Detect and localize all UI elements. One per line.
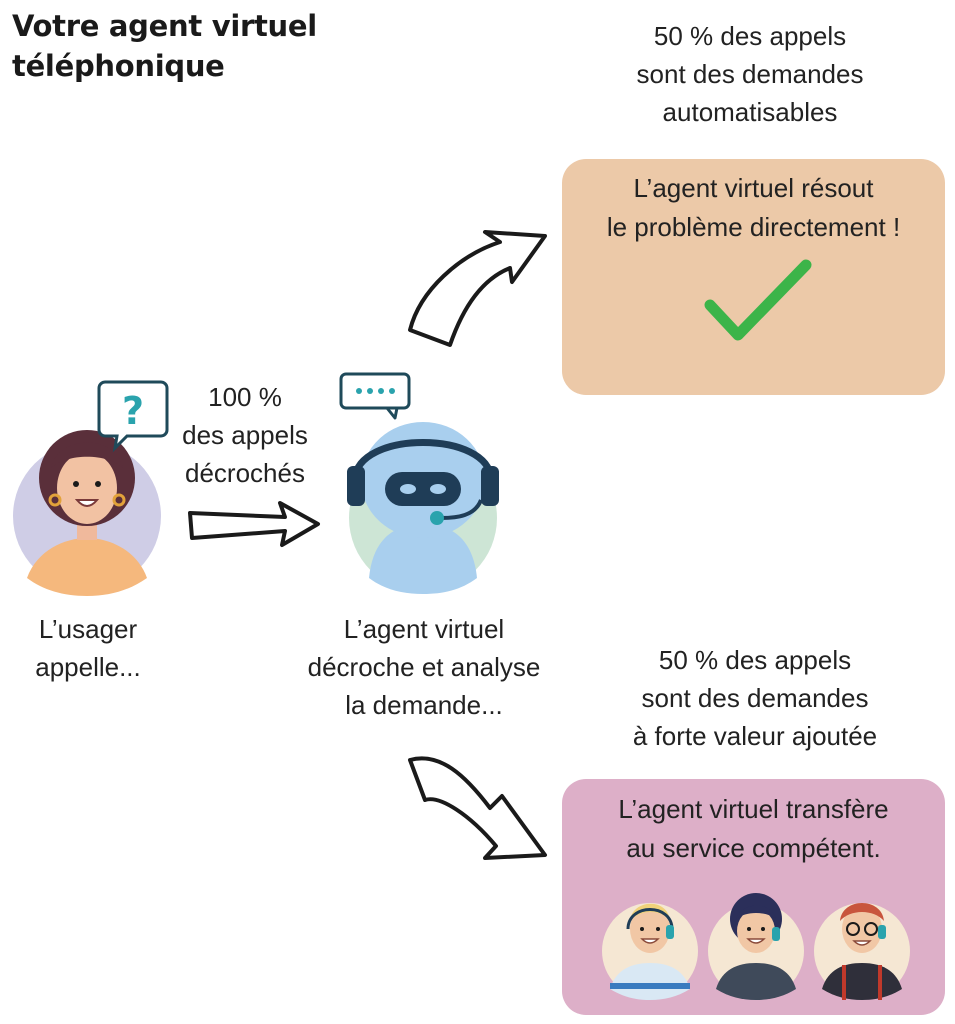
headset-robot-icon — [339, 372, 499, 594]
question-bubble-icon: ? — [97, 380, 169, 453]
page-title: Votre agent virtuel téléphonique — [12, 6, 392, 86]
automatable-stat-line-3: automatisables — [662, 97, 838, 127]
agent-caption: L’agent virtuel décroche et analyse la d… — [278, 610, 570, 724]
transfer-box-line-1: L’agent virtuel transfère — [618, 794, 889, 824]
support-agent-avatar — [708, 893, 804, 1000]
resolve-box-text: L’agent virtuel résout le problème direc… — [562, 169, 945, 247]
chat-dots-bubble-icon — [339, 372, 411, 420]
agent-caption-line-2: décroche et analyse — [307, 652, 541, 682]
user-avatar: ? — [13, 380, 169, 596]
automatable-stat-line-2: sont des demandes — [636, 59, 864, 89]
support-agent-avatar — [814, 903, 910, 1000]
user-caption-line-2: appelle... — [35, 652, 141, 682]
automatable-stat: 50 % des appels sont des demandes automa… — [590, 17, 910, 131]
high-value-stat: 50 % des appels sont des demandes à fort… — [600, 641, 910, 755]
calls-answered-stat: 100 % des appels décrochés — [150, 378, 340, 492]
transfer-box-line-2: au service compétent. — [626, 833, 881, 863]
user-caption: L’usager appelle... — [8, 610, 168, 686]
agent-caption-line-1: L’agent virtuel — [343, 614, 505, 644]
transfer-box: L’agent virtuel transfère au service com… — [562, 779, 945, 1015]
high-value-stat-line-1: 50 % des appels — [658, 645, 852, 675]
resolve-box-line-1: L’agent virtuel résout — [633, 173, 874, 203]
title-line-1: Votre agent virtuel — [12, 9, 317, 43]
checkmark-icon — [704, 259, 812, 341]
calls-answered-line-1: 100 % — [208, 382, 282, 412]
support-agent-avatar — [602, 903, 698, 1000]
calls-answered-line-3: décrochés — [185, 458, 305, 488]
user-caption-line-1: L’usager — [38, 614, 138, 644]
high-value-stat-line-2: sont des demandes — [641, 683, 869, 713]
resolve-box: L’agent virtuel résout le problème direc… — [562, 159, 945, 395]
calls-answered-line-2: des appels — [182, 420, 308, 450]
support-agents-group — [602, 893, 910, 1000]
automatable-stat-line-1: 50 % des appels — [653, 21, 847, 51]
title-line-2: téléphonique — [12, 49, 225, 83]
agent-caption-line-3: la demande... — [345, 690, 503, 720]
high-value-stat-line-3: à forte valeur ajoutée — [632, 721, 878, 751]
resolve-box-line-2: le problème directement ! — [606, 212, 901, 242]
transfer-box-text: L’agent virtuel transfère au service com… — [562, 790, 945, 868]
svg-text:?: ? — [122, 389, 144, 433]
